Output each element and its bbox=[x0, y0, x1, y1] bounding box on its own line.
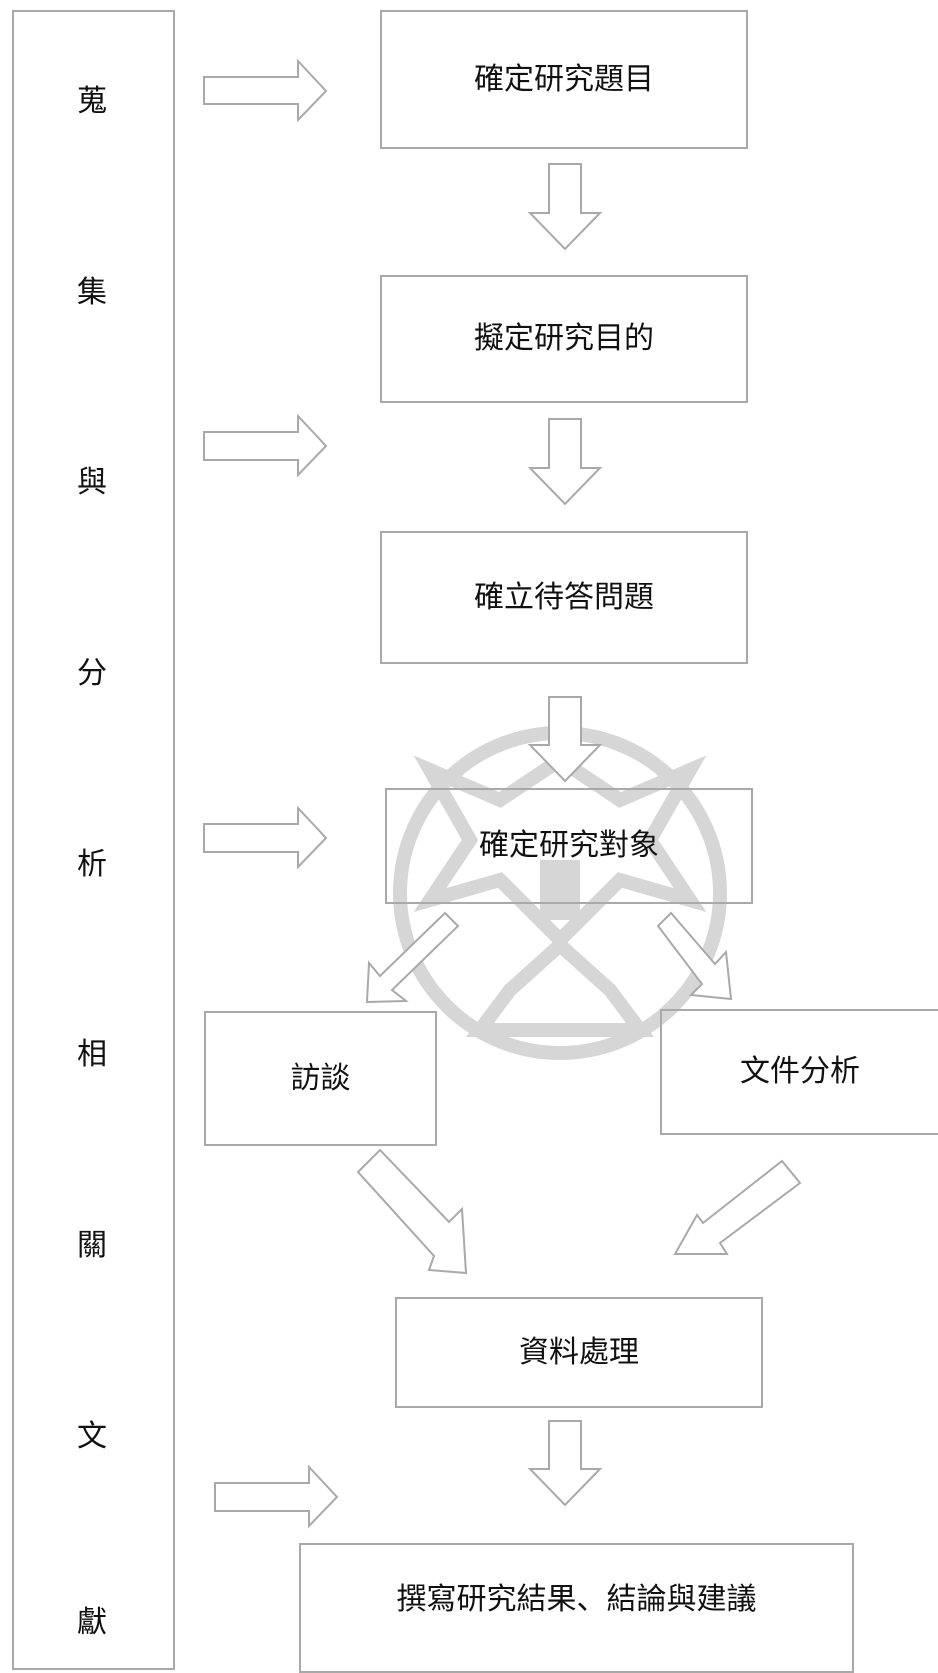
sidebar-char-1: 蒐 bbox=[77, 84, 107, 119]
sidebar-char-3: 與 bbox=[77, 465, 107, 500]
right-arrow-1 bbox=[203, 58, 328, 123]
sidebar-char-8: 文 bbox=[77, 1419, 107, 1454]
down-arrow-2 bbox=[527, 418, 603, 506]
sidebar-char-2: 集 bbox=[77, 275, 107, 310]
diag-arrow-to-interview bbox=[365, 911, 460, 1004]
right-arrow-3 bbox=[203, 805, 328, 870]
step-report-box: 撰寫研究結果、結論與建議 bbox=[299, 1543, 854, 1673]
step-document-analysis-label: 文件分析 bbox=[740, 1054, 860, 1089]
step-document-analysis-box: 文件分析 bbox=[660, 1009, 938, 1135]
sidebar-char-5: 析 bbox=[77, 847, 107, 882]
right-arrow-2 bbox=[203, 413, 328, 478]
down-arrow-4 bbox=[527, 1420, 603, 1507]
step-interview-box: 訪談 bbox=[204, 1011, 437, 1146]
sidebar-char-9: 獻 bbox=[77, 1605, 107, 1640]
step-data-processing-box: 資料處理 bbox=[395, 1297, 763, 1408]
sidebar-char-6: 相 bbox=[77, 1037, 107, 1072]
down-arrow-3 bbox=[527, 696, 603, 783]
down-arrow-1 bbox=[527, 163, 603, 251]
diag-arrow-from-interview bbox=[356, 1148, 468, 1275]
step-report-label: 撰寫研究結果、結論與建議 bbox=[396, 1582, 757, 1617]
step-data-processing-label: 資料處理 bbox=[519, 1334, 639, 1370]
sidebar-char-7: 關 bbox=[77, 1228, 107, 1263]
right-arrow-4 bbox=[214, 1464, 339, 1529]
step-purpose-box: 擬定研究目的 bbox=[380, 275, 748, 403]
step-questions-box: 確立待答問題 bbox=[380, 531, 748, 664]
step-topic-box: 確定研究題目 bbox=[380, 10, 748, 149]
diag-arrow-to-document bbox=[656, 911, 733, 1001]
step-interview-label: 訪談 bbox=[290, 1060, 351, 1096]
step-purpose-label: 擬定研究目的 bbox=[474, 321, 654, 356]
sidebar-char-4: 分 bbox=[77, 656, 107, 691]
step-questions-label: 確立待答問題 bbox=[474, 579, 654, 615]
step-subjects-label: 確定研究對象 bbox=[479, 828, 659, 863]
step-subjects-box: 確定研究對象 bbox=[385, 788, 753, 904]
diag-arrow-from-document bbox=[673, 1159, 802, 1255]
step-topic-label: 確定研究題目 bbox=[474, 61, 654, 97]
